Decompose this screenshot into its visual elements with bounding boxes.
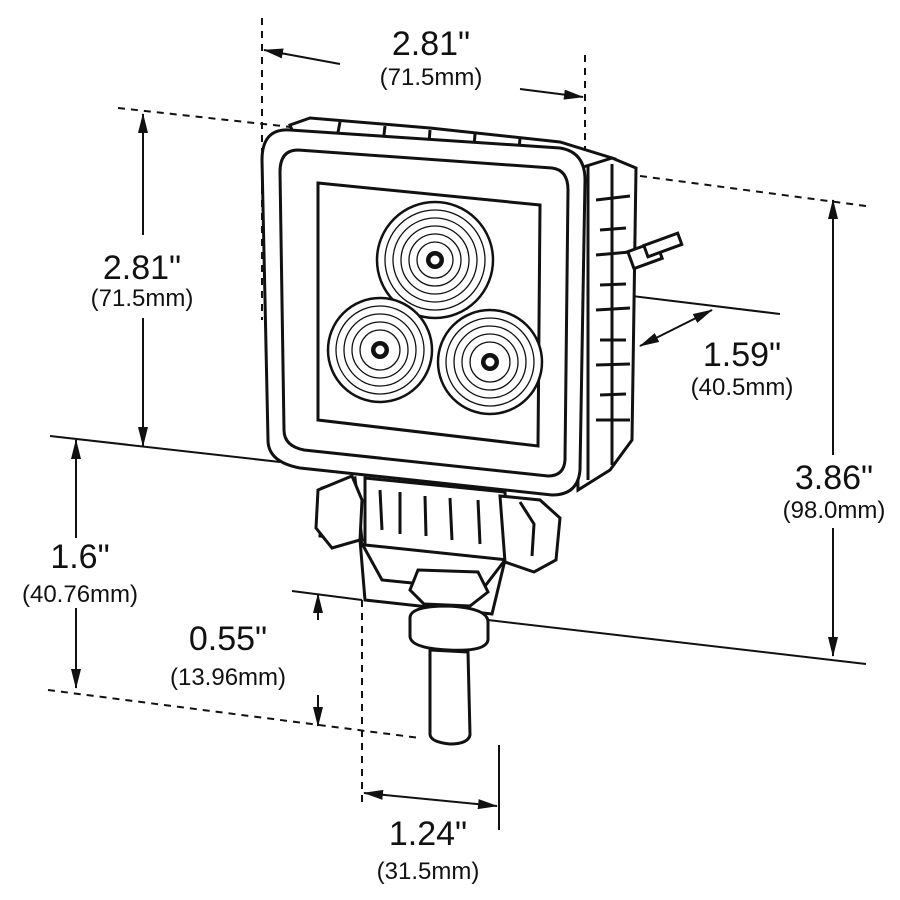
mounting-bracket xyxy=(314,474,562,746)
lower-nut xyxy=(408,604,490,652)
led-lens-top xyxy=(375,200,495,320)
top-width-metric: (71.5mm) xyxy=(380,64,483,91)
extension-lines xyxy=(47,18,867,808)
led-lens-right xyxy=(436,308,544,416)
total-height-metric: (98.0mm) xyxy=(783,497,886,524)
dimension-arrows xyxy=(71,48,838,810)
left-height-metric: (71.5mm) xyxy=(91,285,194,312)
reference-lines xyxy=(49,295,867,830)
side-nut-right xyxy=(498,494,562,574)
bracket-width-imperial: 1.24" xyxy=(389,815,467,853)
top-width-imperial: 2.81" xyxy=(392,25,470,63)
mount-height-imperial: 1.6" xyxy=(50,538,109,576)
left-height-imperial: 2.81" xyxy=(103,249,181,287)
led-lens-left xyxy=(326,296,434,404)
stud-length-metric: (13.96mm) xyxy=(170,664,286,691)
total-height-imperial: 3.86" xyxy=(795,459,873,497)
bracket-width-metric: (31.5mm) xyxy=(377,858,480,885)
depth-imperial: 1.59" xyxy=(703,336,781,374)
work-light-drawing xyxy=(260,116,684,746)
stud-length-imperial: 0.55" xyxy=(189,620,267,658)
dimension-labels: 2.81" (71.5mm) 2.81" (71.5mm) 1.59" (40.… xyxy=(22,25,885,885)
connector-pins xyxy=(625,231,684,271)
mounting-stud xyxy=(428,648,472,746)
depth-metric: (40.5mm) xyxy=(691,374,794,401)
center-hex-nut xyxy=(408,568,490,608)
side-nut-left xyxy=(314,474,364,550)
mount-height-metric: (40.76mm) xyxy=(22,581,138,608)
